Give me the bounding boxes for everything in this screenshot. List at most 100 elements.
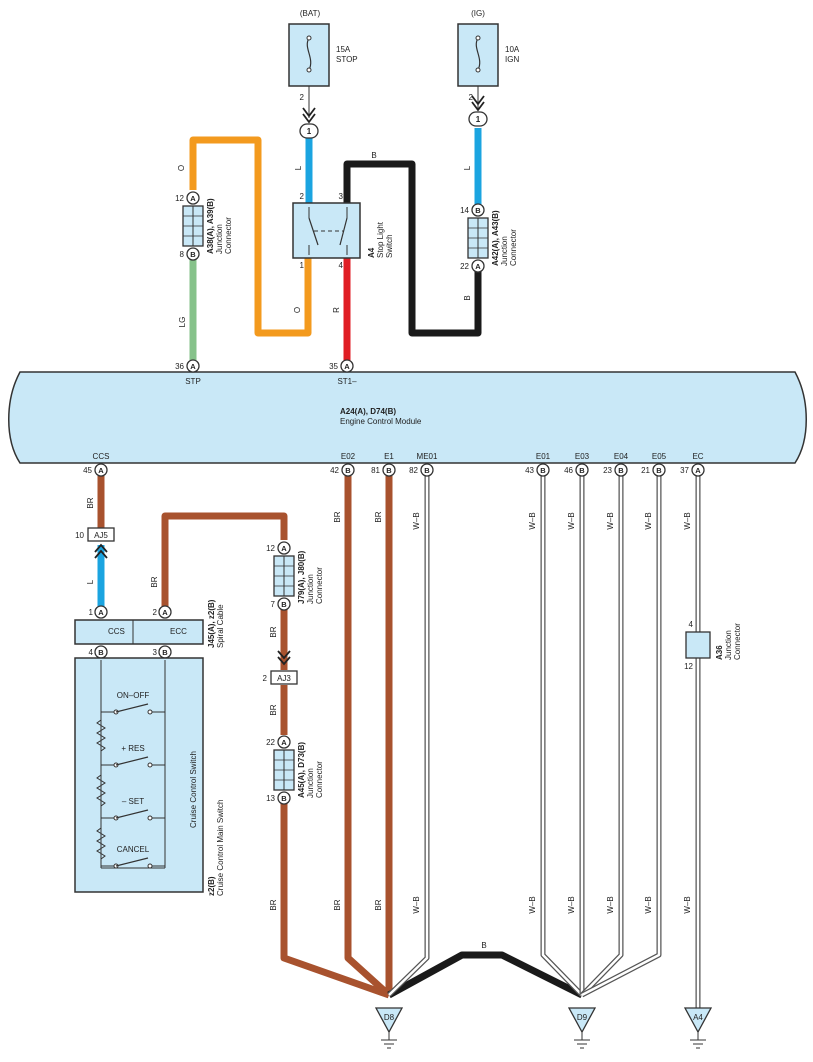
ecm-bottom-term-CCS: CCS <box>93 452 110 461</box>
spiral-pin-1-mark-letter: A <box>98 608 104 617</box>
ecm-bottom-term-E04: E04 <box>614 452 629 461</box>
ground-points: D8 D9 A4 <box>374 1007 713 1049</box>
junction-j_a45-pin-bottom-num: 13 <box>266 794 275 803</box>
ecm-bottom-term-E05: E05 <box>652 452 667 461</box>
ecm-bottom-pin-E05: B <box>652 463 666 477</box>
stop-switch-desc1: Stop Light <box>376 221 385 258</box>
stop-switch-pin-3: 3 <box>339 192 344 201</box>
junction-j_j79-desc1: Junction <box>306 574 315 604</box>
wire-label-lg: LG <box>178 317 187 328</box>
wire-label-wb-e05-top: W–B <box>644 512 653 529</box>
wire-o <box>189 136 312 337</box>
junction-j_a42-pin-top-letter: B <box>475 206 481 215</box>
ecm-bottom-pin-E02-letter: B <box>345 466 351 475</box>
junction-j_j79-pin-top-num: 12 <box>266 544 275 553</box>
ecm-bottom-pin-E1: B <box>382 463 396 477</box>
ecm-bottom-pin-CCS-letter: A <box>98 466 104 475</box>
junction-j_a45-pin-top-letter: A <box>281 738 287 747</box>
fuse-ig-name: IGN <box>505 55 519 64</box>
junction-a36-desc1: Junction <box>724 630 733 660</box>
wire-label-b-top: B <box>371 151 376 160</box>
fuse-bat-name: STOP <box>336 55 358 64</box>
junction-j_a38-pin-top-letter: A <box>190 194 196 203</box>
ecm-bottom-pin-ME01-letter: B <box>424 466 430 475</box>
aj5-name: AJ5 <box>94 531 108 540</box>
ecm-bottom-pin-E02: B <box>341 463 355 477</box>
spiral-ecc: ECC <box>170 627 187 636</box>
spiral-pin-3: 3 <box>153 648 158 657</box>
junction-j_a42-desc1: Junction <box>500 236 509 266</box>
fuse-ig-amp: 10A <box>505 45 520 54</box>
junction-j_a45-pin-top: A <box>277 735 291 749</box>
ecm-bottom-pin-E03-letter: B <box>579 466 585 475</box>
fuse-bat-amp: 15A <box>336 45 351 54</box>
stop-switch-pin-2: 2 <box>300 192 305 201</box>
wire-label-l-ig: L <box>463 165 472 170</box>
wire-label-wb-e01-bottom: W–B <box>528 896 537 913</box>
wire-label-r: R <box>332 307 341 313</box>
junction-j_a38-pin-bottom-num: 8 <box>180 250 185 259</box>
junction-j_a42-pin-top-num: 14 <box>460 206 469 215</box>
junction-j_a42-pin-bottom-num: 22 <box>460 262 469 271</box>
ground-label-D9: D9 <box>577 1013 588 1022</box>
spiral-pin-4-mark-letter: B <box>98 648 104 657</box>
aj3-pin: 2 <box>263 674 268 683</box>
junction-j_a38-pin-bottom: B <box>186 247 200 261</box>
cc-switch-2: – SET <box>101 797 165 821</box>
ecm-bottom-term-E01: E01 <box>536 452 551 461</box>
junction-a36-pin-top-num: 4 <box>689 620 694 629</box>
cc-switch-label-3: CANCEL <box>117 845 150 854</box>
aj3-name: AJ3 <box>277 674 291 683</box>
junction-j_j79-pin-bottom: B <box>277 597 291 611</box>
ecm-code: A24(A), D74(B) <box>340 407 396 416</box>
ecm-bottom-term-E02: E02 <box>341 452 356 461</box>
ground-label-D8: D8 <box>384 1013 395 1022</box>
junction-j_a38-pin-top: A <box>186 191 200 205</box>
wb-wires <box>387 476 701 1008</box>
junction-aj3: AJ3 2 <box>263 650 298 685</box>
wire-br-ecc <box>161 512 288 608</box>
wire-label-wb-e01-top: W–B <box>528 512 537 529</box>
fuse-bat-supply: (BAT) <box>300 9 321 18</box>
ecm-bottom-pin-num-23: 23 <box>603 466 612 475</box>
ecm-bottom-pin-E04: B <box>614 463 628 477</box>
ecm-bottom-term-ME01: ME01 <box>417 452 438 461</box>
junction-j_a38-desc1: Junction <box>215 224 224 254</box>
fuse-bat-pin: 2 <box>300 93 305 102</box>
cc-switch-0: ON–OFF <box>101 691 165 715</box>
ecm-top-pin-num-36: 36 <box>175 362 184 371</box>
ecm-bottom-pin-E01: B <box>536 463 550 477</box>
cc-switch-code: z2(B) <box>207 876 216 896</box>
wire-label-b-right: B <box>463 295 472 300</box>
aj5-pin: 10 <box>75 531 84 540</box>
ecm-bottom-pin-num-43: 43 <box>525 466 534 475</box>
ecm-top-pin-STP: A <box>186 359 200 373</box>
ecm-pins: A36STPA35ST1–A45CCSB42E02B81E1B82ME01B43… <box>83 359 705 477</box>
spiral-ccs: CCS <box>108 627 125 636</box>
ecm-bottom-term-EC: EC <box>692 452 703 461</box>
ecm-bottom-pin-EC: A <box>691 463 705 477</box>
junction-j_a42-pin-top: B <box>471 203 485 217</box>
wire-b-top <box>343 160 482 337</box>
junction-j_a42-code: A42(A), A43(B) <box>491 210 500 266</box>
cc-switch-contacts: ON–OFF + RES – SET CANCEL <box>101 691 165 869</box>
wire-label-b-bottom: B <box>481 941 486 950</box>
wire-label-wb-me01-top: W–B <box>412 512 421 529</box>
wire-labels: O L B L LG O R B BR L BR BR BR BR BR BR … <box>86 151 692 950</box>
spiral-pin-2-mark-letter: A <box>162 608 168 617</box>
wire-label-wb-ec-bottom: W–B <box>683 896 692 913</box>
cc-switch-1: + RES <box>101 744 165 768</box>
wires <box>97 128 701 1008</box>
ground-A4: A4 <box>683 1007 713 1049</box>
junction-j_a45-pin-top-num: 22 <box>266 738 275 747</box>
ecm-top-term-ST1–: ST1– <box>337 377 357 386</box>
ground-D8: D8 <box>374 1007 404 1049</box>
spiral-code: J45(A), z2(B) <box>207 599 216 648</box>
junction-j_j79-pin-top: A <box>277 541 291 555</box>
wire-label-br-j79: BR <box>269 626 278 637</box>
